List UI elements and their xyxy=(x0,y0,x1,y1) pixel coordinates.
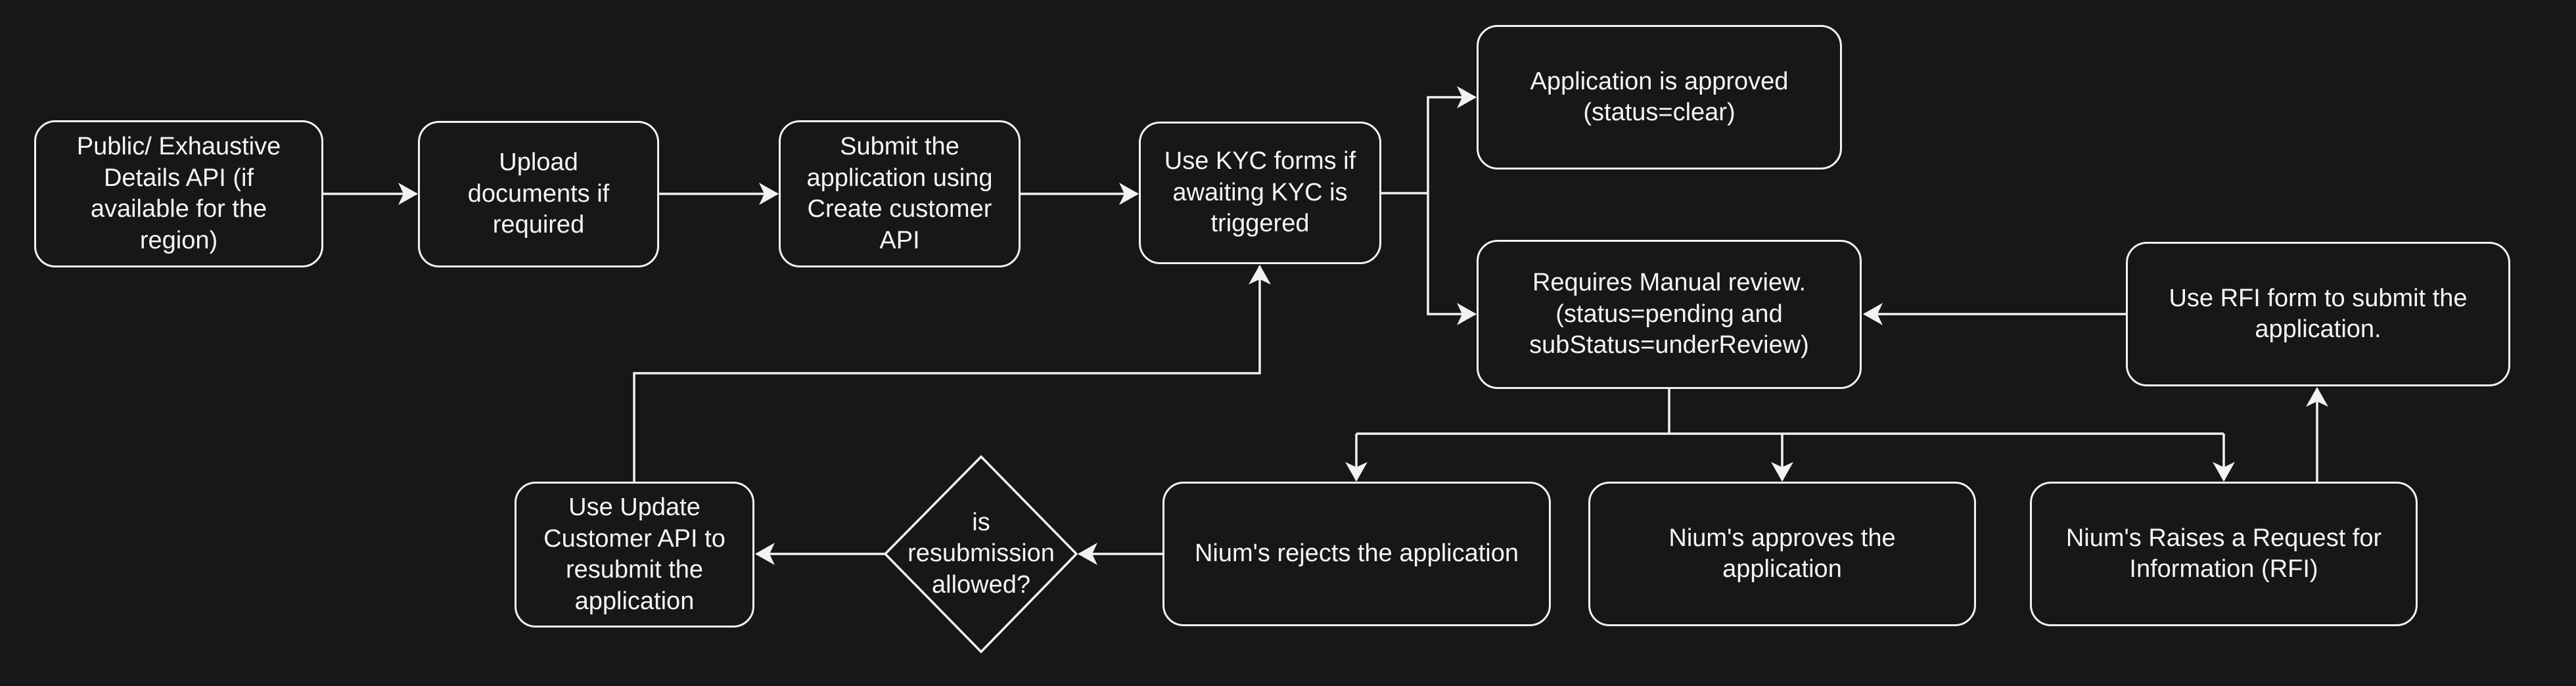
edge-update-customer-to-kyc-forms xyxy=(633,265,1271,482)
node-label: Upload documents if required xyxy=(467,149,610,239)
node-use-kyc-forms: Use KYC forms if awaiting KYC is trigger… xyxy=(1139,122,1381,264)
node-label: Use Update Customer API to resubmit the … xyxy=(543,493,725,615)
decision-is-resubmission-allowed: is resubmission allowed? xyxy=(889,505,1073,603)
node-label: is resubmission allowed? xyxy=(908,508,1055,599)
node-use-update-customer-api: Use Update Customer API to resubmit the … xyxy=(515,482,754,628)
node-label: Use KYC forms if awaiting KYC is trigger… xyxy=(1164,147,1356,238)
node-label: Application is approved (status=clear) xyxy=(1530,67,1789,127)
node-label: Use RFI form to submit the application. xyxy=(2169,284,2468,344)
node-submit-application-create-customer-api: Submit the application using Create cust… xyxy=(779,120,1021,267)
node-niums-raises-rfi: Nium's Raises a Request for Information … xyxy=(2030,482,2418,626)
node-label: Requires Manual review. (status=pending … xyxy=(1529,269,1809,359)
decision-diamond-shape xyxy=(883,455,1078,654)
node-label: Nium's rejects the application xyxy=(1194,539,1519,568)
node-niums-approves-application: Nium's approves the application xyxy=(1588,482,1976,626)
edge-kyc-forms-to-approved xyxy=(1427,86,1477,193)
node-label: Submit the application using Create cust… xyxy=(806,133,993,254)
node-label: Nium's approves the application xyxy=(1668,524,1896,583)
node-public-exhaustive-details-api: Public/ Exhaustive Details API (if avail… xyxy=(34,120,323,267)
node-niums-rejects-application: Nium's rejects the application xyxy=(1162,482,1551,626)
node-label: Nium's Raises a Request for Information … xyxy=(2065,524,2382,583)
node-use-rfi-form: Use RFI form to submit the application. xyxy=(2126,242,2510,386)
node-label: Public/ Exhaustive Details API (if avail… xyxy=(76,133,281,254)
node-requires-manual-review: Requires Manual review. (status=pending … xyxy=(1477,240,1862,389)
edge-kyc-forms-to-manual-review xyxy=(1427,193,1477,325)
node-upload-documents: Upload documents if required xyxy=(418,121,659,267)
node-application-approved: Application is approved (status=clear) xyxy=(1477,25,1842,170)
